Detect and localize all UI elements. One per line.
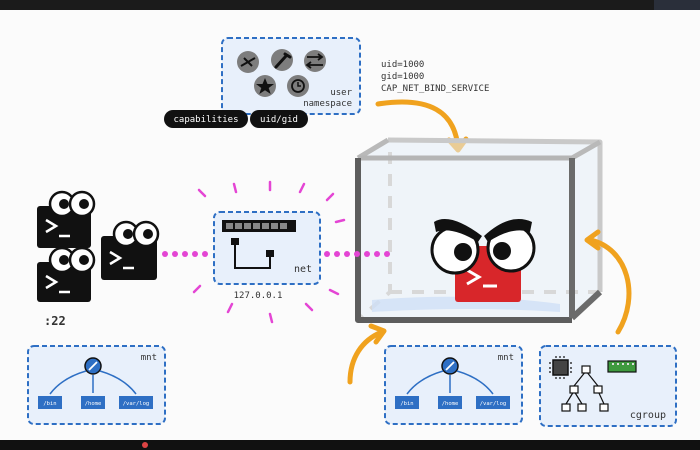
net-glow-rays bbox=[192, 180, 346, 324]
cable-plug-left bbox=[231, 238, 239, 245]
link-net-to-container bbox=[324, 251, 390, 257]
root-dir-slash bbox=[88, 361, 98, 371]
mnt-namespace-left-box: mnt /bin /home /var/log bbox=[27, 345, 166, 425]
mnt-namespace-right-box: mnt /bin /home /var/log bbox=[384, 345, 523, 425]
switch-port-5 bbox=[262, 223, 269, 229]
capabilities-tag-label: capabilities bbox=[173, 115, 238, 125]
capabilities-tag[interactable]: capabilities bbox=[164, 110, 248, 128]
dir-bin-box bbox=[395, 396, 419, 409]
switch-port-2 bbox=[235, 223, 242, 229]
arrow-identity-to-container bbox=[375, 99, 461, 151]
cable-icon bbox=[234, 242, 271, 269]
net-label: net bbox=[294, 264, 312, 275]
terminal-character-3 bbox=[37, 246, 96, 302]
cpu-chip-icon bbox=[552, 359, 569, 376]
dir-var-log-box bbox=[119, 396, 153, 409]
bottom-bar bbox=[0, 440, 700, 450]
memory-stick-icon bbox=[607, 360, 637, 373]
prompt-chevron bbox=[466, 268, 482, 286]
top-bar-chip bbox=[654, 0, 700, 10]
arrow-mnt-to-container bbox=[347, 329, 385, 385]
dir-home-box bbox=[81, 396, 105, 409]
dir-home: /home bbox=[442, 401, 459, 407]
user-namespace-label-line2: namespace bbox=[303, 99, 352, 109]
user-namespace-box: user namespace bbox=[221, 37, 361, 115]
mnt-right-label: mnt bbox=[498, 353, 514, 363]
cut-icon-glyph bbox=[240, 57, 256, 67]
loopback-address: 127.0.0.1 bbox=[234, 291, 283, 301]
switch-port-4 bbox=[253, 223, 260, 229]
link-terminals-to-net bbox=[162, 251, 208, 257]
right-pupil bbox=[493, 242, 511, 260]
top-bar bbox=[0, 0, 700, 10]
switch-port-1 bbox=[226, 223, 233, 229]
terminal-character-2 bbox=[101, 220, 160, 280]
arrow-mnt-head bbox=[368, 323, 387, 345]
switch-port-3 bbox=[244, 223, 251, 229]
tree-branches bbox=[406, 370, 494, 395]
switch-port-7 bbox=[280, 223, 287, 229]
uid-gid-tag-label: uid/gid bbox=[260, 115, 298, 125]
star-icon-glyph bbox=[256, 78, 274, 94]
clock-icon-hands bbox=[297, 82, 301, 87]
right-eyebrow bbox=[484, 219, 532, 242]
angry-process-character bbox=[430, 219, 536, 302]
dir-var-log: /var/log bbox=[480, 401, 507, 407]
arrow-cgroup-head bbox=[584, 229, 601, 251]
dir-var-log-box bbox=[476, 396, 510, 409]
root-dir-slash bbox=[445, 361, 455, 371]
tree-branches bbox=[49, 370, 137, 395]
transfer-icon bbox=[304, 50, 326, 72]
wrench-icon-glyph bbox=[274, 52, 292, 69]
container-box bbox=[355, 137, 603, 323]
terminal-character-1 bbox=[37, 190, 96, 248]
user-namespace-label-line1: user bbox=[330, 88, 352, 98]
dir-bin: /bin bbox=[400, 401, 413, 407]
cgroup-label: cgroup bbox=[630, 410, 666, 421]
left-pupil bbox=[454, 243, 472, 261]
capability-icons bbox=[237, 49, 326, 97]
cable-plug-right bbox=[266, 250, 274, 257]
gid-text: gid=1000 bbox=[381, 72, 424, 82]
dir-home: /home bbox=[85, 401, 102, 407]
ssh-port-label: :22 bbox=[44, 314, 66, 328]
identity-text: uid=1000 gid=1000 CAP_NET_BIND_SERVICE bbox=[381, 60, 489, 94]
transfer-icon-glyph bbox=[305, 53, 324, 69]
uid-gid-tag[interactable]: uid/gid bbox=[250, 110, 308, 128]
dir-bin-box bbox=[38, 396, 62, 409]
record-dot-icon bbox=[142, 442, 148, 448]
dir-home-box bbox=[438, 396, 462, 409]
clock-icon-face bbox=[291, 79, 305, 93]
dir-var-log: /var/log bbox=[123, 401, 150, 407]
mnt-left-label: mnt bbox=[141, 353, 157, 363]
switch-port-6 bbox=[271, 223, 278, 229]
uid-text: uid=1000 bbox=[381, 60, 424, 70]
cgroup-box: cgroup bbox=[539, 345, 677, 427]
dir-bin: /bin bbox=[43, 401, 56, 407]
net-namespace-box: net bbox=[213, 211, 321, 285]
cpu-chip-pins bbox=[549, 356, 572, 379]
left-eyebrow bbox=[434, 219, 482, 242]
hierarchy-tree-icon bbox=[561, 365, 609, 412]
cap-text: CAP_NET_BIND_SERVICE bbox=[381, 84, 489, 94]
arrow-cgroup-to-container bbox=[587, 237, 632, 335]
